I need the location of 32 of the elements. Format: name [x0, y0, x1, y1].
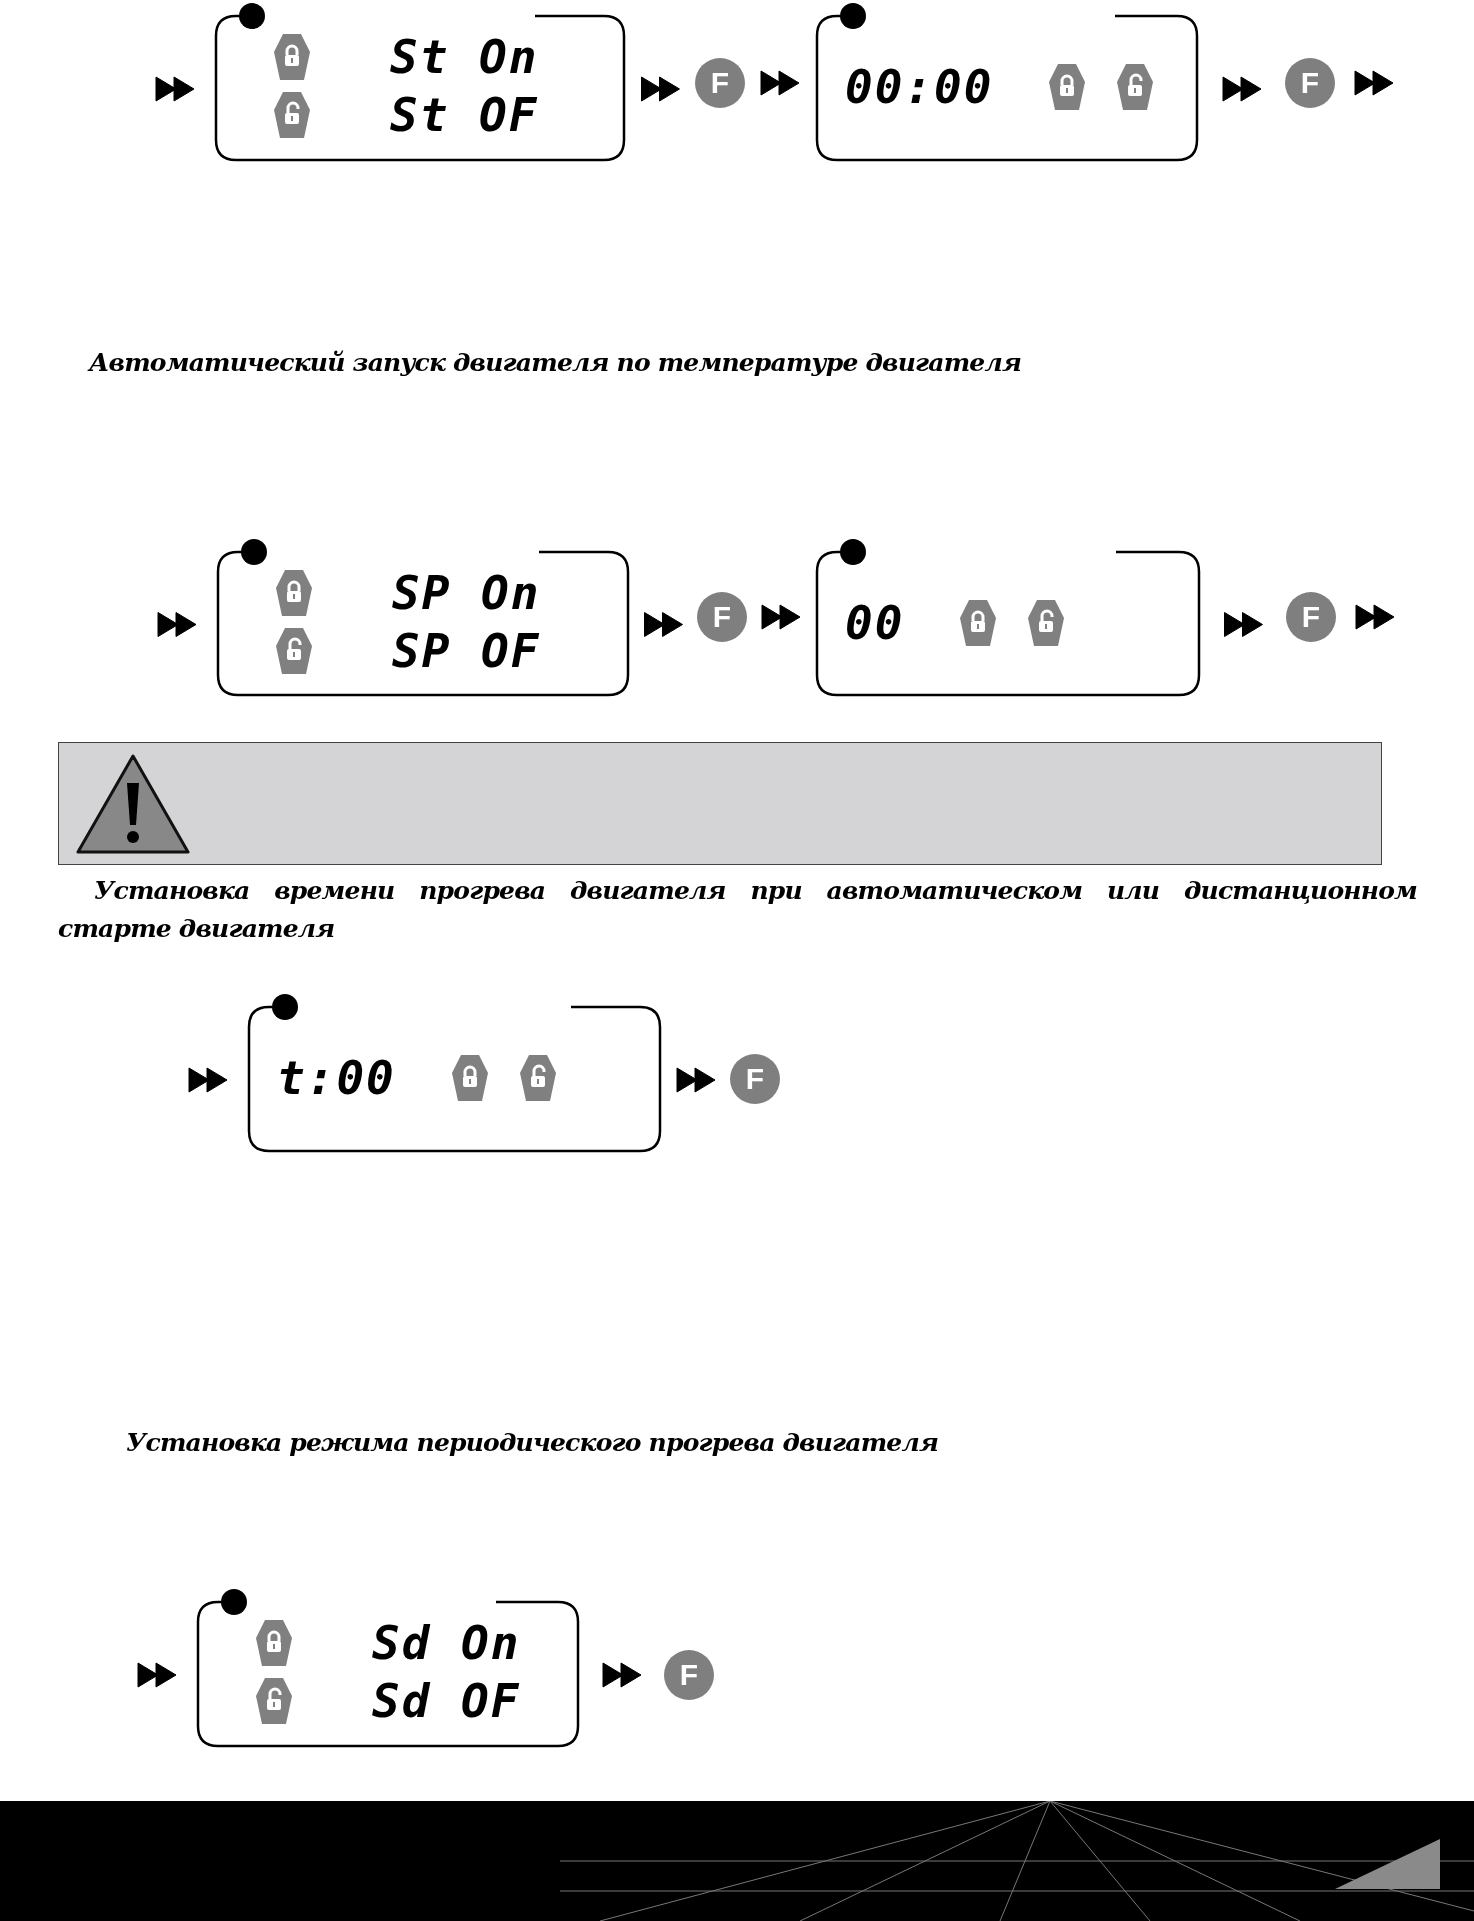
function-button: F	[1285, 58, 1335, 108]
function-button: F	[697, 592, 747, 642]
function-button: F	[664, 1650, 714, 1700]
lcd-readout: SP On	[392, 570, 541, 616]
double-arrow	[137, 1662, 177, 1688]
double-arrow	[155, 76, 195, 102]
function-button: F	[1286, 592, 1336, 642]
section-heading: Автоматический запуск двигателя по температуре двигателя	[89, 347, 1023, 379]
lcd-readout: St On	[390, 34, 539, 80]
double-arrow	[1222, 76, 1262, 102]
lcd-readout: SP OF	[392, 628, 541, 674]
section-heading: Установка режима периодического прогрева двигателя	[126, 1427, 940, 1459]
double-arrow	[641, 76, 680, 102]
double-arrow	[602, 1662, 642, 1688]
function-button: F	[695, 58, 745, 108]
lcd-readout: Sd On	[372, 1620, 521, 1666]
double-arrow	[1354, 70, 1394, 96]
double-arrow	[644, 612, 683, 637]
double-arrow	[1224, 612, 1263, 637]
double-arrow	[676, 1067, 716, 1093]
double-arrow	[157, 612, 197, 637]
lcd-readout: 00:00	[845, 64, 994, 110]
double-arrow	[760, 70, 800, 96]
function-button: F	[730, 1054, 780, 1104]
double-arrow	[1355, 604, 1395, 630]
lcd-readout: t:00	[277, 1055, 396, 1101]
double-arrow	[188, 1067, 228, 1093]
lcd-readout: Sd OF	[372, 1678, 521, 1724]
double-arrow	[761, 604, 801, 630]
lcd-readout: St OF	[390, 92, 539, 138]
lcd-readout: 00	[845, 600, 905, 646]
section-heading: Установка времени прогрева двигателя при автоматическом или дистанционном старте двигателя	[58, 875, 1417, 945]
